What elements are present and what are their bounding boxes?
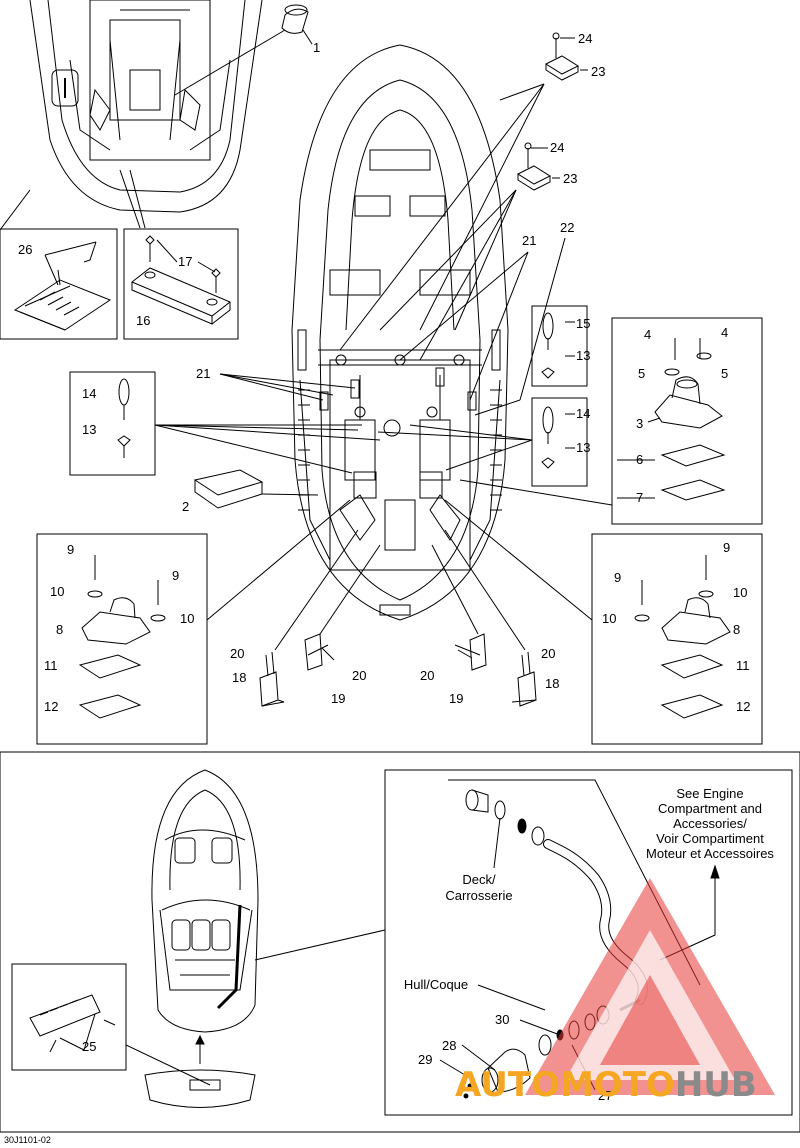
callout-16: 16 — [136, 313, 150, 328]
strap-25-part — [29, 994, 211, 1086]
callout-22: 22 — [560, 220, 574, 235]
cable-tie-right — [377, 312, 575, 471]
diagram-code: 30J1101-02 — [4, 1135, 51, 1145]
pad-parts — [339, 32, 588, 416]
engine-ref-line-2: Compartment and — [658, 801, 762, 816]
callout-19b: 19 — [449, 691, 463, 706]
callout-30: 30 — [495, 1012, 509, 1027]
callout-13b: 13 — [576, 348, 590, 363]
callout-23b: 23 — [563, 171, 577, 186]
callout-3: 3 — [636, 416, 643, 431]
callout-18: 18 — [232, 670, 246, 685]
cable-tie-left — [117, 378, 381, 474]
callout-9c: 9 — [614, 570, 621, 585]
callout-15: 15 — [576, 316, 590, 331]
mount-box-top — [611, 317, 763, 525]
callout-27: 27 — [598, 1088, 612, 1103]
callout-28: 28 — [442, 1038, 456, 1053]
strap-box-25 — [11, 963, 127, 1071]
callout-5: 5 — [638, 366, 645, 381]
hull-label: Hull/Coque — [404, 977, 468, 992]
callout-23: 23 — [591, 64, 605, 79]
callout-20b: 20 — [352, 668, 366, 683]
callout-12: 12 — [44, 699, 58, 714]
callout-26: 26 — [18, 242, 32, 257]
deck-label-line-2: Carrosserie — [445, 888, 512, 903]
hull-top-view — [291, 44, 509, 621]
bottom-panel — [0, 751, 800, 1133]
callout-24b: 24 — [550, 140, 564, 155]
drain-hose-detail-box — [384, 769, 793, 1116]
cable-tie-box — [69, 371, 156, 476]
cable-tie-box-upper — [531, 305, 588, 387]
callout-21-leaders — [219, 367, 477, 411]
callout-2: 2 — [182, 499, 189, 514]
watercraft-side-view — [144, 769, 386, 1108]
callout-19: 19 — [331, 691, 345, 706]
callout-24: 24 — [578, 31, 592, 46]
callout-10: 10 — [50, 584, 64, 599]
mount-top-part — [459, 338, 726, 506]
callout-20: 20 — [230, 646, 244, 661]
mount-left-part — [78, 499, 351, 719]
watermark-text: AUTOMOTOHUB — [455, 1065, 757, 1105]
callout-12b: 12 — [736, 699, 750, 714]
callout-20d: 20 — [541, 646, 555, 661]
mount-box-right — [591, 533, 763, 745]
rear-deck-inset — [0, 0, 263, 231]
callout-10c: 10 — [602, 611, 616, 626]
mount-box-left — [36, 533, 208, 745]
engine-ref-line-5: Moteur et Accessoires — [646, 846, 774, 861]
engine-ref-line-1: See Engine — [676, 786, 743, 801]
callout-21: 21 — [196, 366, 210, 381]
callout-4b: 4 — [721, 325, 728, 340]
callout-10d: 10 — [733, 585, 747, 600]
callout-14b: 14 — [576, 406, 590, 421]
cable-tie-box-lower — [531, 397, 588, 487]
callout-11b: 11 — [736, 658, 750, 673]
callout-29: 29 — [418, 1052, 432, 1067]
tie-strap-box — [0, 228, 118, 340]
callout-18b: 18 — [545, 676, 559, 691]
callout-21b: 21 — [522, 233, 536, 248]
spacer-box — [123, 228, 239, 340]
callout-17: 17 — [178, 254, 192, 269]
callout-10b: 10 — [180, 611, 194, 626]
spacer-part — [131, 235, 231, 325]
engine-ref-line-4: Voir Compartiment — [656, 831, 764, 846]
callout-9d: 9 — [723, 540, 730, 555]
callout-5b: 5 — [721, 366, 728, 381]
watermark-logo — [525, 878, 775, 1095]
callout-25: 25 — [82, 1039, 96, 1054]
deck-label-line-1: Deck/ — [462, 872, 496, 887]
cap-part — [174, 4, 313, 96]
engine-ref-line-3: Accessories/ — [673, 816, 747, 831]
callout-9b: 9 — [172, 568, 179, 583]
mount-right-part — [444, 499, 731, 719]
tie-strap-part — [13, 241, 112, 331]
foam-block — [193, 469, 319, 509]
callout-7: 7 — [636, 490, 643, 505]
callout-4: 4 — [644, 327, 651, 342]
callout-13: 13 — [82, 422, 96, 437]
callout-8b: 8 — [733, 622, 740, 637]
callout-6: 6 — [636, 452, 643, 467]
bracket-parts — [259, 529, 537, 707]
callout-8: 8 — [56, 622, 63, 637]
callout-13c: 13 — [576, 440, 590, 455]
callout-14: 14 — [82, 386, 96, 401]
callout-1: 1 — [313, 40, 320, 55]
callout-9: 9 — [67, 542, 74, 557]
callout-11: 11 — [44, 658, 58, 673]
callout-20c: 20 — [420, 668, 434, 683]
